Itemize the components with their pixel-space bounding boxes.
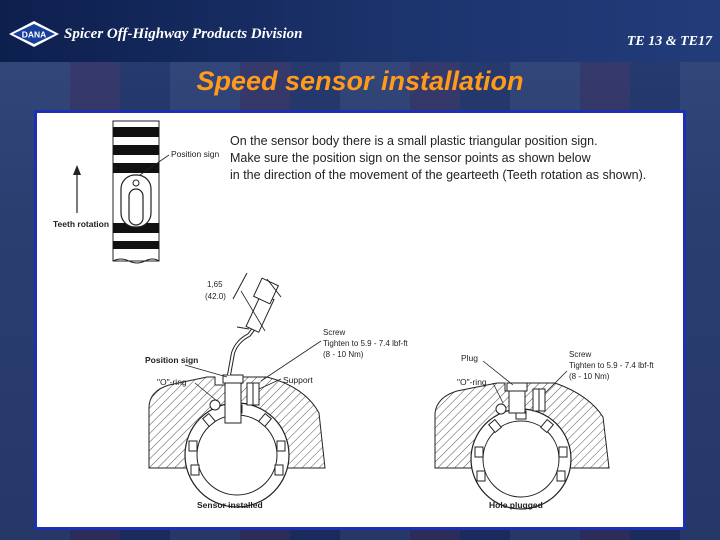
diagram-panel: On the sensor body there is a small plas… bbox=[34, 110, 686, 530]
label-screw-left: Screw bbox=[323, 328, 345, 337]
label-position-sign-left: Position sign bbox=[145, 355, 198, 365]
label-torque-right: (8 - 10 Nm) bbox=[569, 372, 610, 381]
dim-mm: 1,65 bbox=[207, 280, 223, 289]
division-name: Spicer Off-Highway Products Division bbox=[64, 26, 303, 42]
label-plug: Plug bbox=[461, 353, 478, 363]
document-code: TE 13 & TE17 bbox=[626, 34, 712, 49]
label-screw-right: Screw bbox=[569, 350, 591, 359]
installation-diagram: Position sign Teeth rotation bbox=[53, 120, 654, 510]
label-torque-left: (8 - 10 Nm) bbox=[323, 350, 364, 359]
label-position-sign-top: Position sign bbox=[171, 149, 219, 159]
sensor-installed-assembly: 1,65 (42.0) Screw Tighten to 5.9 - 7.4 l… bbox=[145, 272, 408, 510]
page-title: Speed sensor installation bbox=[196, 66, 524, 96]
instructions: On the sensor body there is a small plas… bbox=[230, 133, 646, 184]
label-support: Support bbox=[283, 375, 313, 385]
label-hole-plugged: Hole plugged bbox=[489, 500, 543, 510]
label-oring-left: "O"-ring bbox=[157, 377, 187, 387]
sensor-top-detail: Position sign Teeth rotation bbox=[53, 120, 219, 264]
instruction-line: in the direction of the movement of the … bbox=[230, 168, 647, 182]
label-sensor-installed: Sensor installed bbox=[197, 500, 263, 510]
label-tighten-left: Tighten to 5.9 - 7.4 lbf-ft bbox=[323, 339, 408, 348]
hole-plugged-assembly: Plug "O"-ring Screw Tighten to 5.9 - 7.4… bbox=[434, 350, 654, 510]
dim-in: (42.0) bbox=[205, 292, 226, 301]
dana-logo: DANA bbox=[9, 21, 59, 47]
logo-text: DANA bbox=[22, 30, 47, 40]
label-oring-right: "O"-ring bbox=[457, 377, 487, 387]
instruction-line: On the sensor body there is a small plas… bbox=[230, 134, 598, 148]
label-teeth-rotation: Teeth rotation bbox=[53, 219, 109, 229]
header-bar: DANA Spicer Off-Highway Products Divisio… bbox=[0, 0, 720, 62]
label-tighten-right: Tighten to 5.9 - 7.4 lbf-ft bbox=[569, 361, 654, 370]
instruction-line: Make sure the position sign on the senso… bbox=[230, 151, 591, 165]
